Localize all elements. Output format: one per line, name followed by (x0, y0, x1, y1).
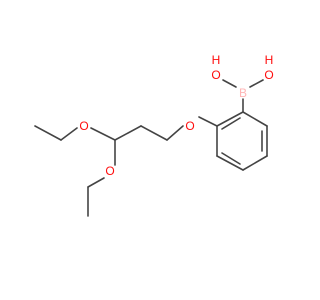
ethoxy-top-bond (60, 127, 78, 141)
structure-canvas: B O H O H O O O (34, 53, 274, 217)
ethoxy-bottom-bond (87, 177, 105, 188)
ring-double-bond (221, 117, 241, 130)
acetal-oxygen-top-label: O (79, 119, 88, 133)
hydroxyl-oxygen-right-label: O (264, 68, 273, 82)
acetal-group: O O (34, 119, 116, 217)
ether-oxygen-label: O (185, 119, 194, 133)
benzene-ring (216, 111, 268, 171)
boron-oxygen-bond-left (222, 79, 237, 88)
ring-bond (216, 111, 244, 127)
hydroxyl-hydrogen-left-label: H (212, 53, 221, 67)
chain-bond (140, 125, 168, 141)
boron-label: B (239, 86, 247, 100)
ether-chain: O (114, 116, 218, 141)
molecule-drawing: B O H O H O O O (34, 53, 274, 217)
acetal-oxygen-bottom-label: O (105, 164, 114, 178)
hydroxyl-oxygen-left-label: O (211, 68, 220, 82)
ring-bond (216, 155, 244, 171)
ether-oxygen-carbon-bond (166, 125, 184, 141)
ring-ether-oxygen-bond (198, 116, 218, 127)
boron-oxygen-bond-right (249, 79, 264, 88)
hydroxyl-hydrogen-right-label: H (265, 53, 274, 67)
ethoxy-top-bond (34, 125, 62, 141)
acetal-carbon-oxygen-top-bond (90, 127, 116, 141)
ring-bond (242, 111, 268, 127)
ring-double-bond (221, 152, 241, 165)
chain-bond (114, 125, 142, 141)
boronic-acid-group: B O H O H (211, 53, 274, 113)
ring-bond (242, 155, 268, 171)
